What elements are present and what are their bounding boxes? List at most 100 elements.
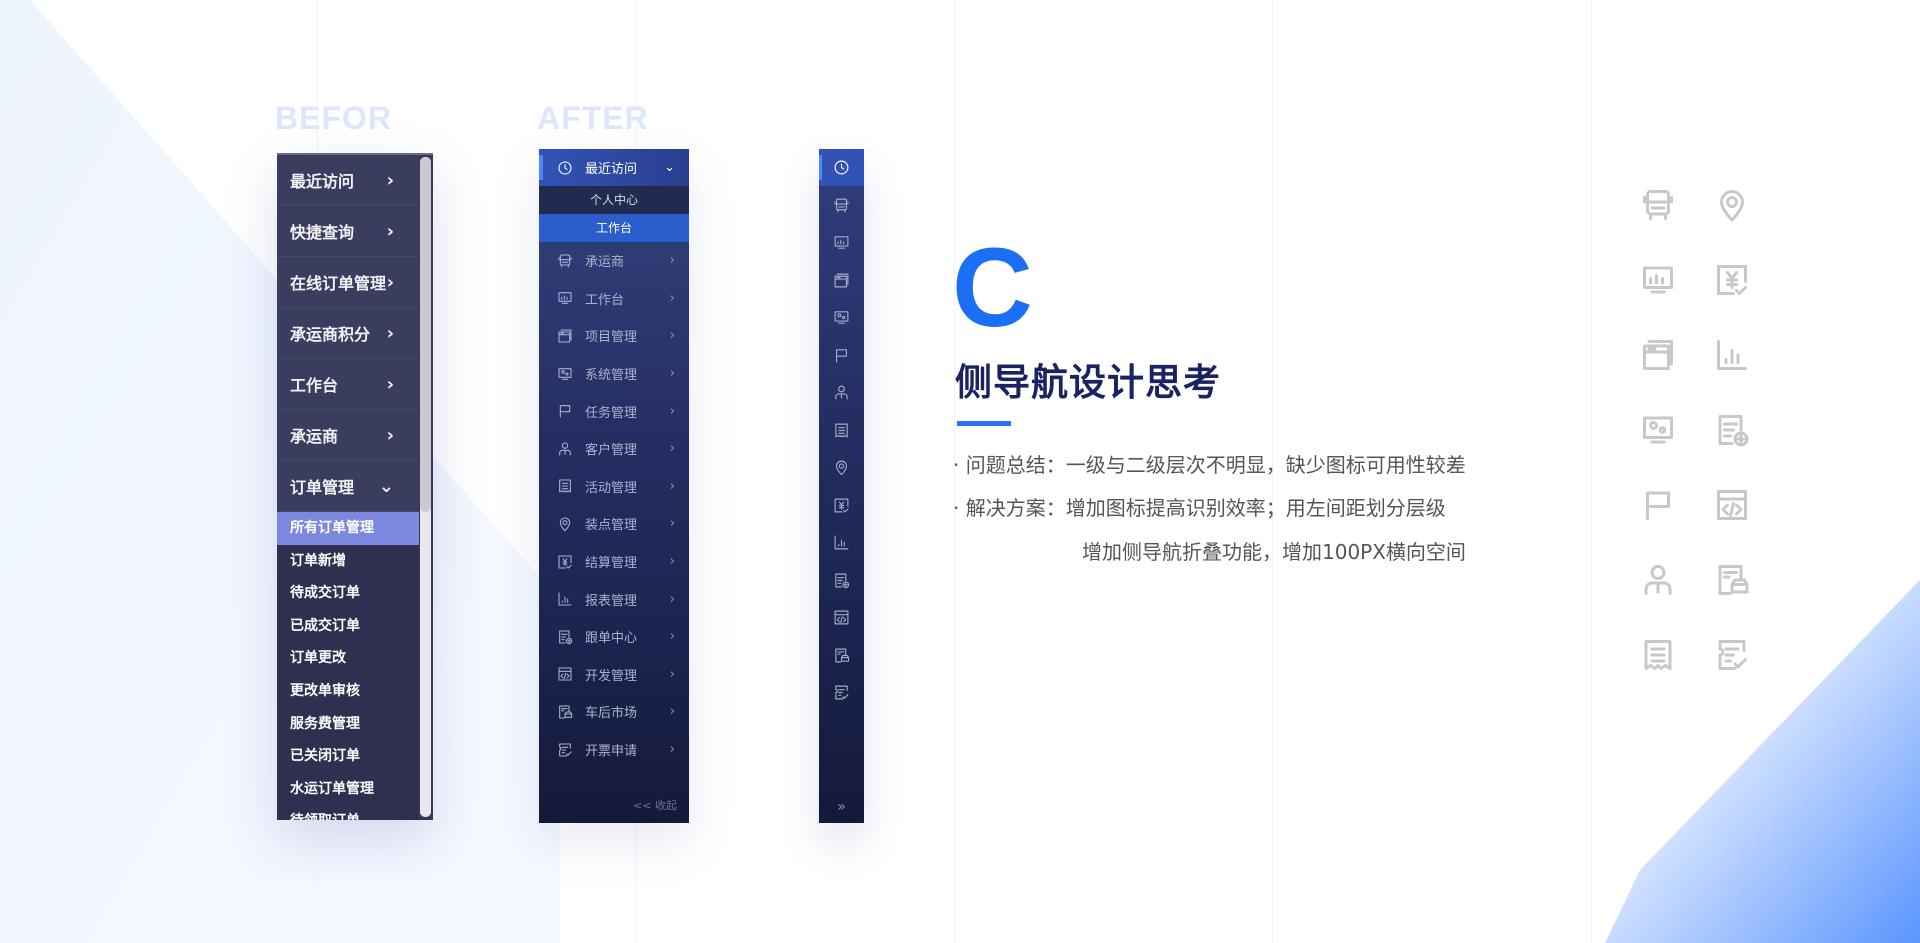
chevron-right-icon: ›: [386, 271, 394, 293]
doc-plus-icon: [1714, 412, 1750, 448]
nav-item[interactable]: 承运商 ›: [539, 242, 689, 280]
scrollbar-thumb[interactable]: [420, 157, 431, 512]
code-icon: [557, 666, 573, 682]
yen-icon: [557, 554, 573, 570]
chevron-right-icon: ›: [669, 666, 675, 682]
collapsed-nav-item[interactable]: [833, 572, 850, 589]
menu-item[interactable]: 承运商积分›: [277, 308, 419, 359]
nav-item[interactable]: 报表管理›: [539, 580, 689, 618]
menu-item[interactable]: 快捷查询›: [277, 206, 419, 257]
chevron-down-icon: ⌄: [378, 475, 394, 497]
collapsed-nav-item[interactable]: [833, 234, 850, 251]
before-sidebar: 最近访问›快捷查询›在线订单管理›承运商积分›工作台›承运商›订单管理⌄所有订单…: [277, 153, 433, 820]
bullet-solution-cont: 增加侧导航折叠功能，增加100PX横向空间: [1082, 540, 1466, 564]
bullet-problem: · 问题总结：一级与二级层次不明显，缺少图标可用性较差: [953, 453, 1466, 477]
submenu-item[interactable]: 水运订单管理: [277, 772, 419, 806]
grid-line: [1591, 0, 1592, 943]
nav-item-label: 承运商: [585, 255, 625, 271]
monitor-gear-icon: [833, 309, 850, 326]
expand-button[interactable]: »: [837, 799, 846, 815]
menu-item-label: 承运商: [290, 427, 339, 446]
window-icon: [833, 272, 850, 289]
nav-item-label: 开票申请: [585, 744, 638, 760]
chevron-right-icon: ›: [669, 742, 675, 758]
collapsed-nav-item[interactable]: [833, 497, 850, 514]
submenu-item[interactable]: 所有订单管理: [277, 512, 419, 545]
submenu-item[interactable]: 个人中心: [539, 186, 689, 214]
chevron-right-icon: ›: [669, 478, 675, 494]
bar-chart-icon: [557, 591, 573, 607]
submenu-item[interactable]: 已成交订单: [277, 609, 419, 643]
chevron-right-icon: ›: [386, 424, 394, 446]
nav-item[interactable]: 客户管理›: [539, 430, 689, 468]
menu-item[interactable]: 在线订单管理›: [277, 257, 419, 308]
submenu-item[interactable]: 订单新增: [277, 544, 419, 578]
bus-icon: [833, 197, 850, 214]
submenu-item[interactable]: 工作台: [539, 214, 689, 242]
location-icon: [557, 516, 573, 532]
nav-item[interactable]: 跟单中心›: [539, 618, 689, 656]
menu-item-label: 订单管理: [290, 478, 355, 497]
window-showcase: [1640, 337, 1676, 373]
flag-icon: [833, 347, 850, 364]
collapsed-nav-item[interactable]: [833, 647, 850, 664]
collapsed-nav-item[interactable]: [833, 422, 850, 439]
window-icon: [1640, 337, 1676, 373]
bus-icon: [557, 253, 573, 269]
nav-item[interactable]: 开票申请 ›: [539, 731, 689, 769]
collapsed-nav-item[interactable]: [833, 459, 850, 476]
collapsed-nav-item[interactable]: [833, 309, 850, 326]
ticket-check-icon: [557, 742, 573, 758]
monitor-chart-icon: [833, 234, 850, 251]
before-label: BEFOR: [275, 100, 392, 136]
chevron-down-icon: ⌄: [664, 160, 675, 175]
section-letter: C: [952, 225, 1033, 350]
title-underline: [957, 421, 1011, 426]
submenu-item[interactable]: 订单更改: [277, 642, 419, 675]
collapsed-nav-item[interactable]: [833, 347, 850, 364]
menu-item[interactable]: 工作台›: [277, 359, 419, 410]
submenu-item[interactable]: 待领取订单: [277, 805, 419, 820]
monitor-chart-icon: [557, 290, 573, 306]
submenu-item[interactable]: 待成交订单: [277, 577, 419, 610]
collapsed-nav-item[interactable]: [833, 534, 850, 551]
grid-line: [1272, 0, 1273, 943]
chevron-right-icon: ›: [669, 516, 675, 532]
ticket-check-icon: [833, 684, 850, 701]
nav-item[interactable]: 活动管理›: [539, 468, 689, 506]
submenu-item[interactable]: 已关闭订单: [277, 740, 419, 773]
submenu-item[interactable]: 更改单审核: [277, 674, 419, 708]
nav-item[interactable]: 任务管理›: [539, 392, 689, 430]
nav-item-label: 工作台: [585, 292, 625, 308]
nav-item-label: 跟单中心: [585, 631, 638, 647]
nav-item[interactable]: 项目管理›: [539, 317, 689, 355]
after-label: AFTER: [537, 100, 649, 136]
menu-item[interactable]: 承运商 ›: [277, 410, 419, 461]
nav-item[interactable]: 结算管理›: [539, 543, 689, 581]
collapsed-nav-item[interactable]: [833, 272, 850, 289]
flag-icon: [557, 403, 573, 419]
chevron-right-icon: ›: [669, 253, 675, 269]
nav-item-recent[interactable]: 最近访问 ⌄: [539, 149, 689, 186]
collapsed-nav-item[interactable]: [833, 609, 850, 626]
menu-item-label: 快捷查询: [290, 223, 355, 242]
collapsed-nav-item[interactable]: [833, 384, 850, 401]
nav-item[interactable]: 装点管理›: [539, 505, 689, 543]
nav-item[interactable]: 开发管理›: [539, 656, 689, 694]
submenu-item[interactable]: 服务费管理: [277, 707, 419, 741]
collapse-button[interactable]: << 收起: [633, 799, 677, 812]
nav-item[interactable]: 车后市场›: [539, 693, 689, 731]
collapsed-nav-item[interactable]: [833, 197, 850, 214]
nav-item-label: 项目管理: [585, 330, 638, 346]
collapsed-nav-item[interactable]: [833, 159, 850, 176]
bar-chart-showcase: [1714, 337, 1750, 373]
menu-item[interactable]: 订单管理 ⌄: [277, 461, 419, 512]
receipt-showcase: [1640, 637, 1676, 673]
nav-item[interactable]: 系统管理›: [539, 355, 689, 393]
menu-item[interactable]: 最近访问›: [277, 155, 419, 206]
nav-item-label: 客户管理: [585, 443, 638, 459]
collapsed-nav-item[interactable]: [833, 684, 850, 701]
clock-icon: [833, 159, 850, 176]
nav-item[interactable]: 工作台›: [539, 280, 689, 318]
grid-line: [954, 0, 955, 943]
